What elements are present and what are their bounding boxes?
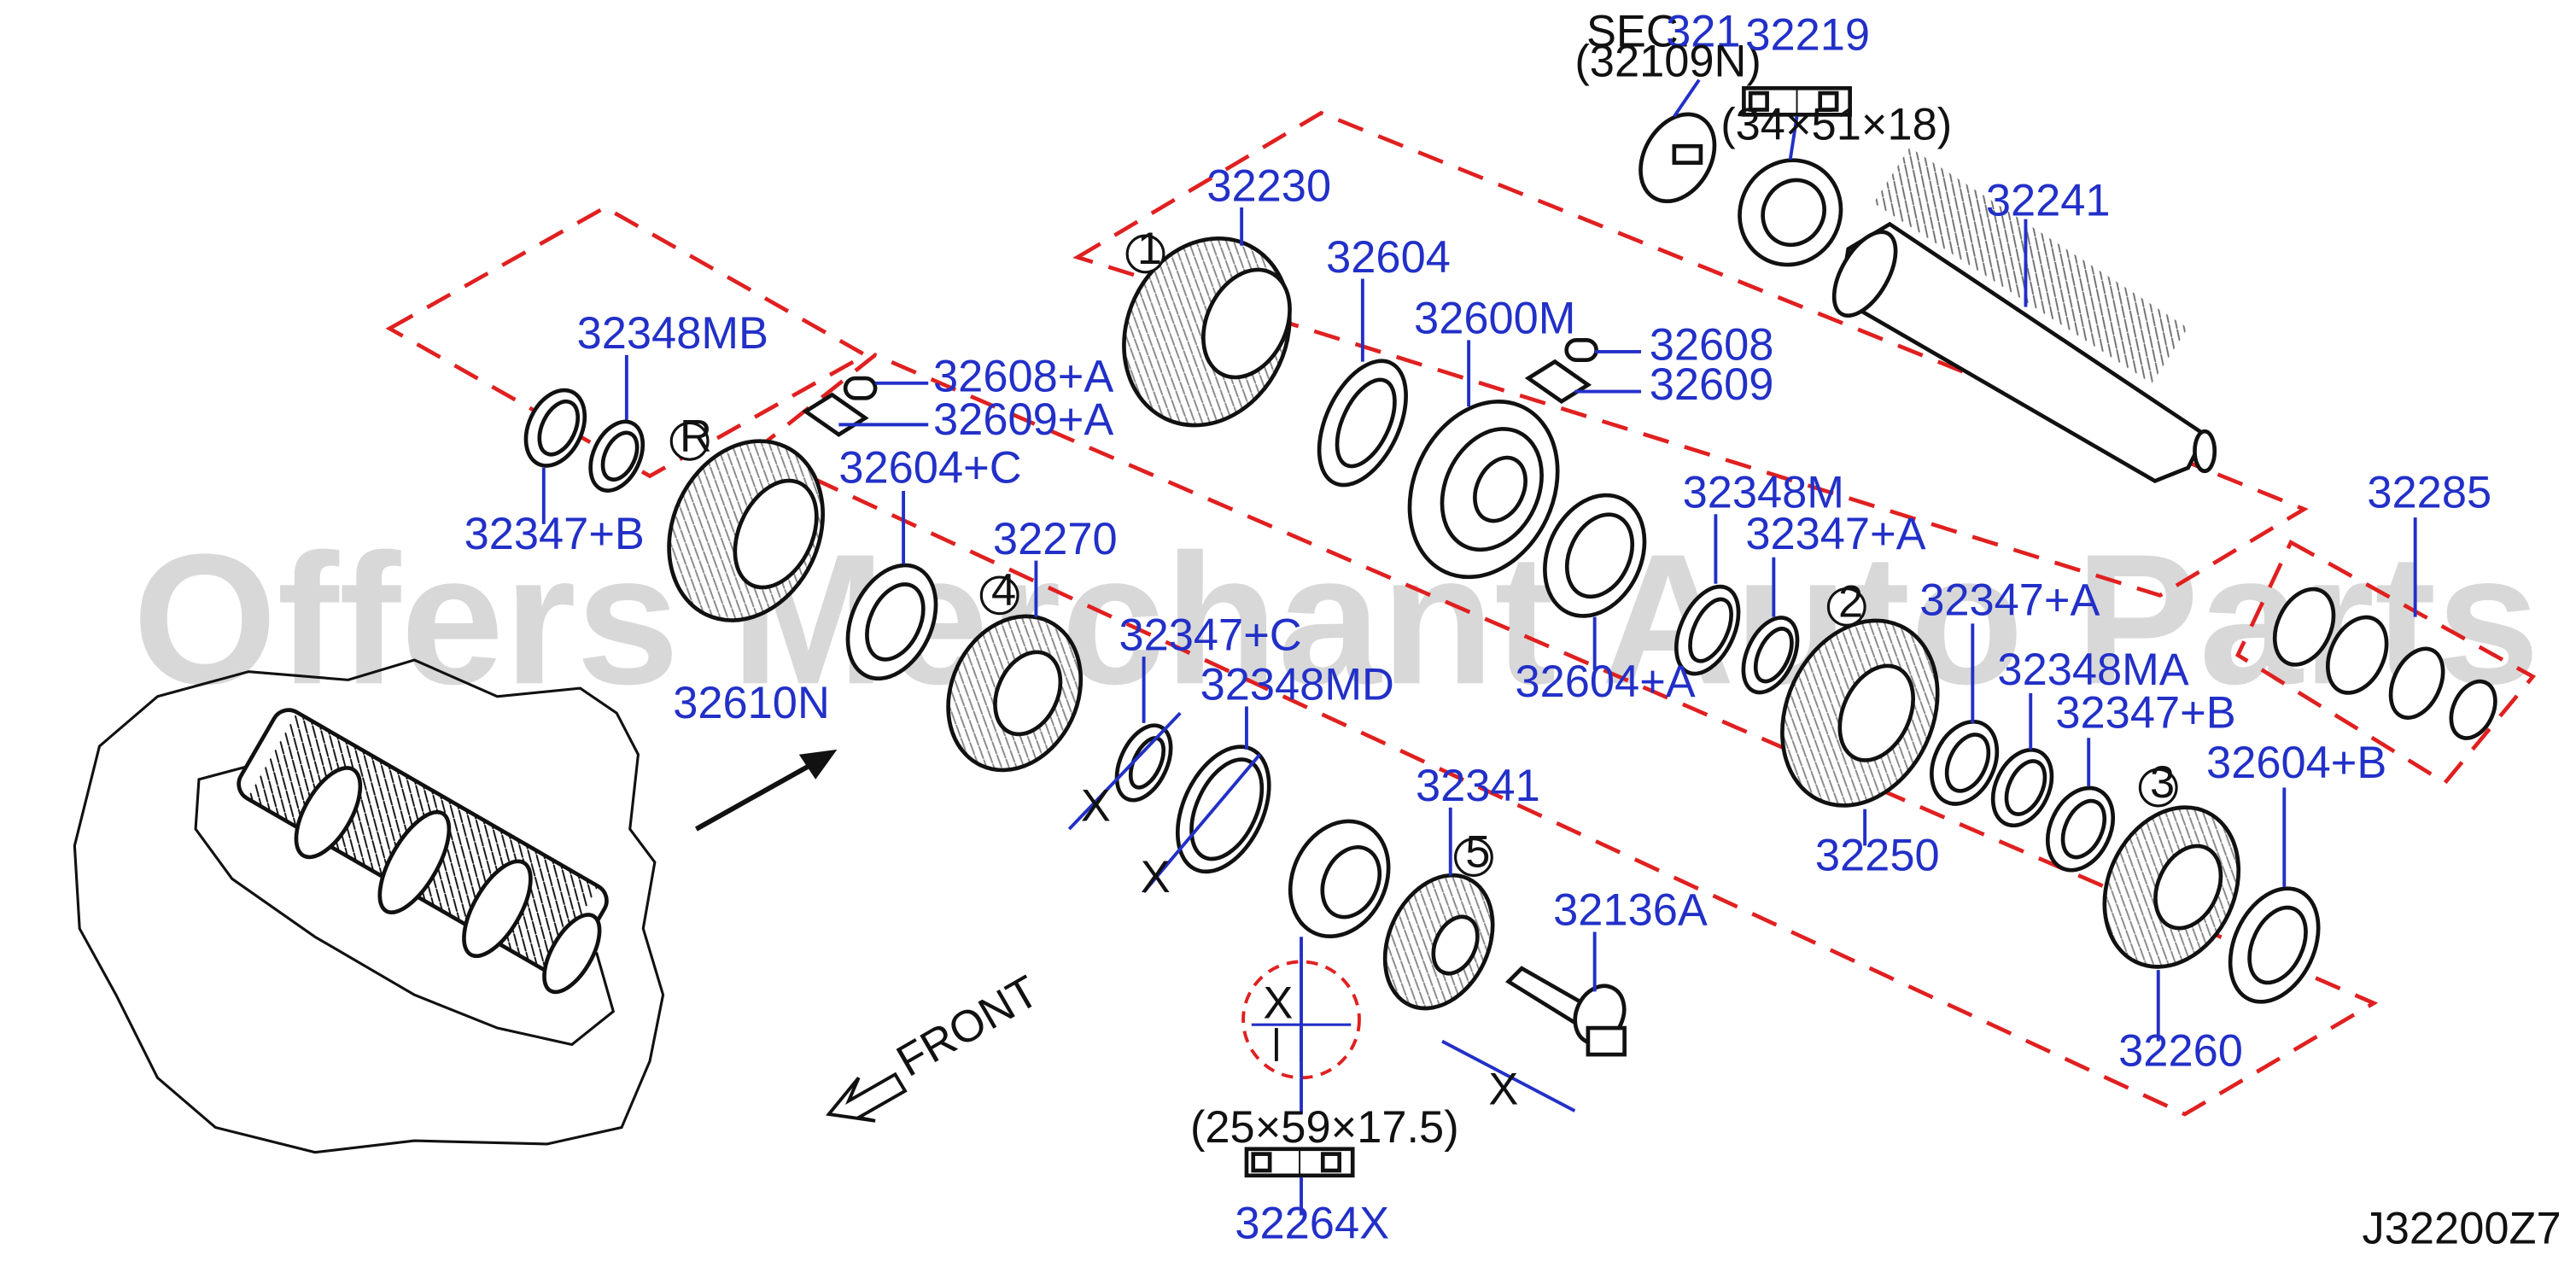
part-32347B-2[interactable]: 32347+B xyxy=(2055,689,2235,739)
section-link-321[interactable]: 321 xyxy=(1666,8,1740,57)
part-32608[interactable]: 32608 xyxy=(1650,321,1774,371)
reverse-gear-32610N xyxy=(667,439,826,622)
input-shaft-32241 xyxy=(1831,147,2217,483)
bearing-32219 xyxy=(1738,158,1843,267)
part-32250[interactable]: 32250 xyxy=(1815,832,1940,881)
part-32604[interactable]: 32604 xyxy=(1326,233,1451,283)
part-32348M[interactable]: 32348M xyxy=(1683,468,1844,517)
section-sub: (32109N) xyxy=(1574,38,1761,87)
part-32270[interactable]: 32270 xyxy=(993,515,1118,564)
part-32348MA[interactable]: 32348MA xyxy=(1997,645,2188,695)
callout-5: 5 xyxy=(1465,828,1490,878)
snap-ring-32348MB xyxy=(588,419,645,493)
bearing-32264X xyxy=(1288,819,1391,939)
part-32341[interactable]: 32341 xyxy=(1416,762,1540,811)
leader-lines xyxy=(541,79,2417,1216)
callout-2: 2 xyxy=(1838,578,1863,628)
group-frames xyxy=(385,110,2537,1117)
callout-R: R xyxy=(680,412,712,461)
snap-ring-32347B-2 xyxy=(2045,785,2116,873)
synchro-ring-32604 xyxy=(1317,359,1408,488)
mainshaft-assembly-icon xyxy=(237,708,609,995)
snap-ring-32348MD xyxy=(1175,744,1271,874)
part-32264X[interactable]: 32264X xyxy=(1235,1200,1389,1249)
part-32136A[interactable]: 32136A xyxy=(1553,886,1708,936)
part-32604A[interactable]: 32604+A xyxy=(1515,657,1695,707)
part-32347C[interactable]: 32347+C xyxy=(1119,610,1301,660)
part-32348MD[interactable]: 32348MD xyxy=(1200,661,1394,710)
snap-ring-32347A-2 xyxy=(1930,720,2000,806)
dimension-bottom: (25×59×17.5) xyxy=(1190,1103,1459,1153)
gear-32260 xyxy=(2102,805,2241,969)
part-32347A-2[interactable]: 32347+A xyxy=(1919,576,2100,626)
x-mark-2: X xyxy=(1141,853,1171,902)
part-32347B-1[interactable]: 32347+B xyxy=(464,510,645,559)
snap-ring-32347C xyxy=(1114,723,1173,803)
gear-32341 xyxy=(1382,873,1495,1011)
gear-32230 xyxy=(1122,236,1292,428)
synchro-ring-32604C xyxy=(845,563,938,681)
part-32609A[interactable]: 32609+A xyxy=(933,395,1113,445)
bearing-icon-32264X xyxy=(1244,1147,1355,1178)
synchro-ring-32604A xyxy=(1543,493,1647,618)
x-marks xyxy=(1067,711,1576,1112)
part-32600M[interactable]: 32600M xyxy=(1414,295,1575,344)
snap-ring-32347B-1 xyxy=(523,388,587,468)
diagram-code: J32200Z7 xyxy=(2363,1204,2561,1253)
gear-32270 xyxy=(946,614,1084,773)
snap-ring-32348MA xyxy=(1990,748,2054,828)
synchro-ring-32604B xyxy=(2228,886,2321,1004)
part-32347A-1[interactable]: 32347+A xyxy=(1745,510,1925,559)
transmission-housing xyxy=(73,658,665,1154)
part-32609[interactable]: 32609 xyxy=(1650,360,1774,410)
callouts xyxy=(669,234,2178,878)
front-arrow-icon xyxy=(826,1071,908,1123)
bolt-32136A xyxy=(1504,966,1627,1057)
callout-4: 4 xyxy=(991,566,1016,616)
part-32260[interactable]: 32260 xyxy=(2118,1027,2243,1077)
front-label: FRONT xyxy=(889,966,1047,1086)
bearing-icon-32219 xyxy=(1742,85,1852,117)
part-32230[interactable]: 32230 xyxy=(1206,161,1331,211)
synchro-hub-32600M xyxy=(1407,400,1560,580)
x-mark-4: X xyxy=(1488,1065,1518,1114)
gear-32250 xyxy=(1780,618,1940,808)
part-32348MB[interactable]: 32348MB xyxy=(577,309,768,359)
section-prefix: SEC. xyxy=(1586,8,1691,57)
part-32604B[interactable]: 32604+B xyxy=(2206,739,2386,788)
part-32608A[interactable]: 32608+A xyxy=(933,353,1113,402)
snap-ring-32348M xyxy=(1674,584,1741,676)
part-32604C[interactable]: 32604+C xyxy=(838,443,1021,493)
callout-3: 3 xyxy=(2150,758,2175,808)
x-mark-1: X xyxy=(1081,781,1111,831)
dimension-top: (34×51×18) xyxy=(1720,100,1952,149)
part-32241[interactable]: 32241 xyxy=(1986,177,2111,226)
oil-gutter-32109N xyxy=(1638,112,1717,204)
part-32285[interactable]: 32285 xyxy=(2367,468,2491,517)
part-32219[interactable]: 32219 xyxy=(1745,11,1870,61)
watermark: Offers Merchant Auto Parts Catalog PARTS… xyxy=(132,516,2576,723)
callout-1: 1 xyxy=(1137,225,1162,274)
part-32610N[interactable]: 32610N xyxy=(673,679,830,728)
snap-ring-32347A-1 xyxy=(1741,616,1800,695)
direction-arrow xyxy=(694,749,838,832)
x-mark-3: X xyxy=(1263,978,1293,1028)
snap-ring-set-32285 xyxy=(2272,587,2497,740)
